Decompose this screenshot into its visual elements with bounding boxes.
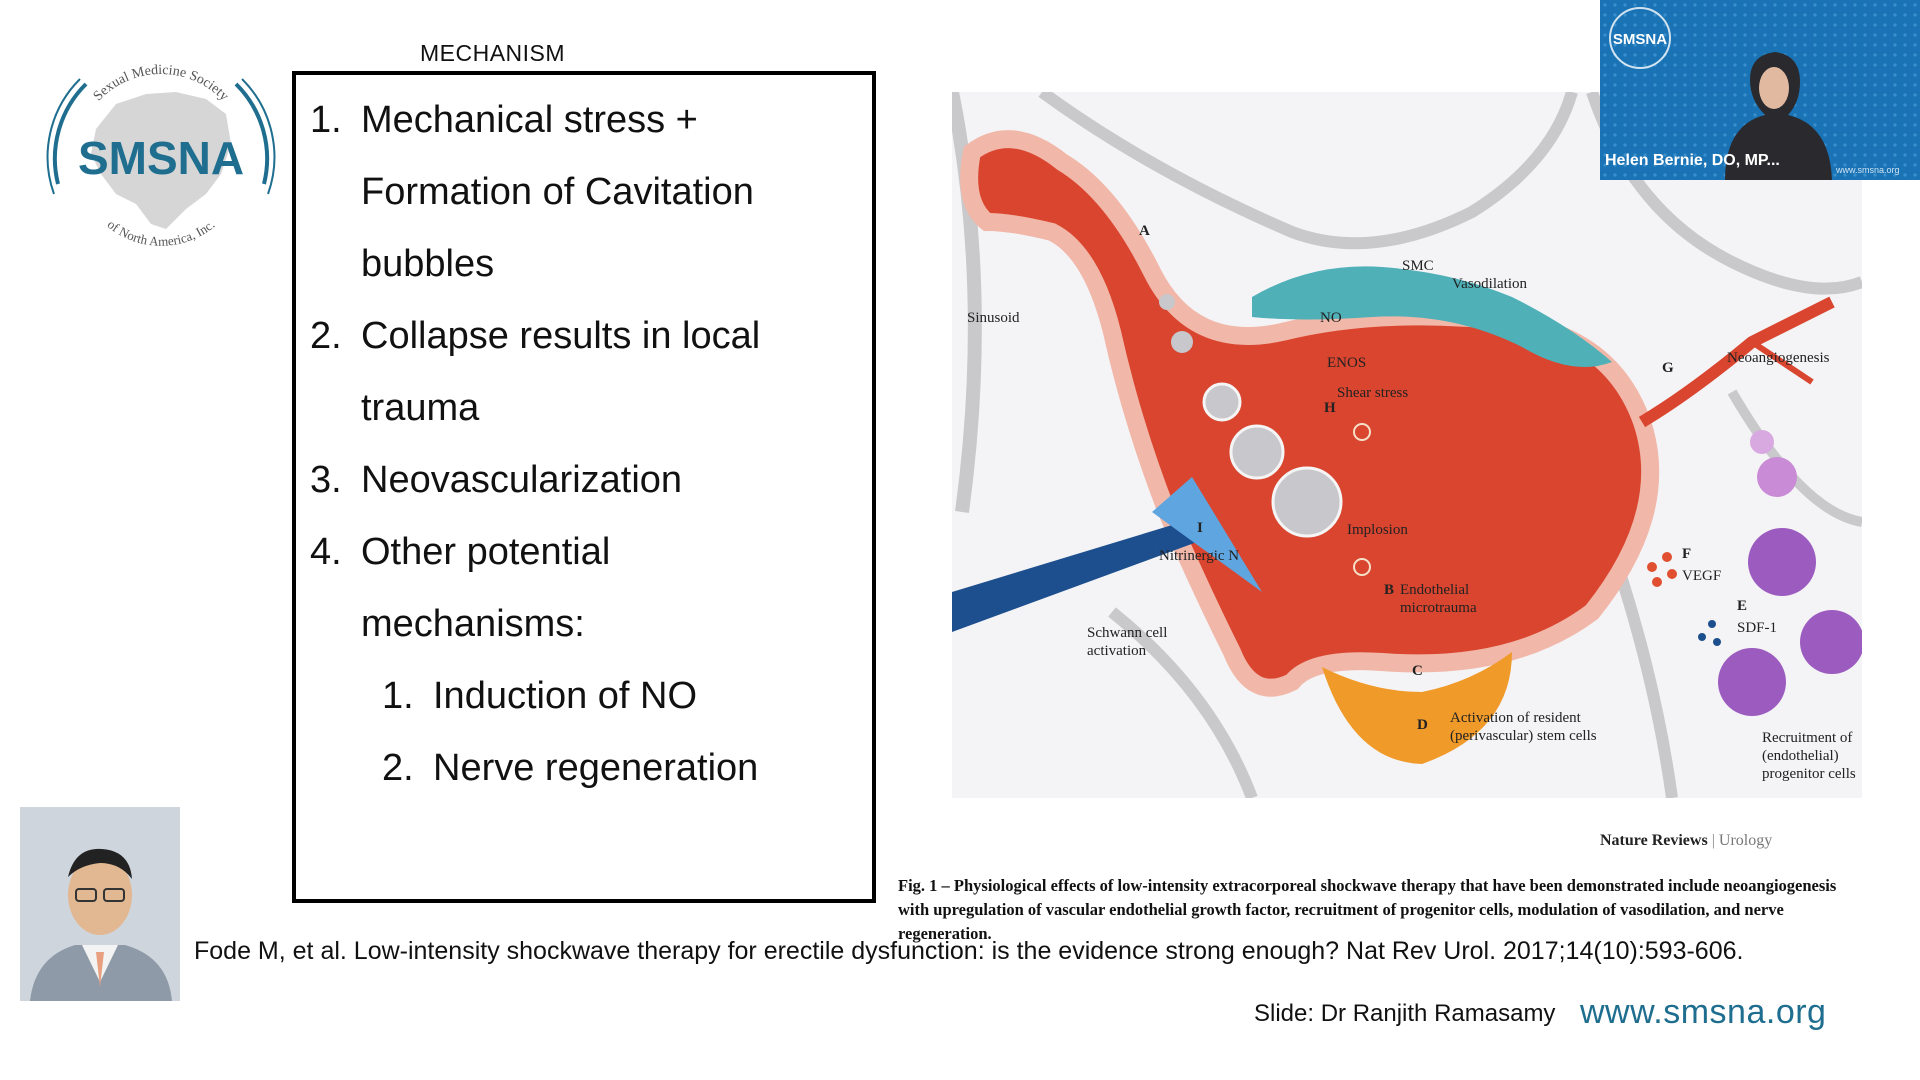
label-a: A [1139,223,1150,239]
label-endothelial-2: microtrauma [1400,600,1477,616]
item-2-line-1: Collapse results in local [361,315,761,357]
item-1-number: 1. [310,99,342,141]
label-schwann-1: Schwann cell [1087,625,1167,641]
citation-reference: Fode M, et al. Low-intensity shockwave t… [194,937,1744,965]
label-sinusoid: Sinusoid [967,310,1020,326]
stem-cell-shape [1322,652,1512,764]
label-schwann-2: activation [1087,643,1147,659]
item-1-line-1: Mechanical stress + [361,99,698,141]
mechanism-box: 1. Mechanical stress + Formation of Cavi… [292,71,876,903]
label-smc: SMC [1402,258,1434,274]
item-1-line-2: Formation of Cavitation [361,171,754,213]
figure-caption: Fig. 1 – Physiological effects of low-in… [898,876,1837,943]
label-no: NO [1320,310,1342,326]
smsna-logo: Sexual Medicine Society of North America… [46,63,276,249]
logo-main-text: SMSNA [78,132,244,184]
speaker-photo [20,807,180,1001]
label-f: F [1682,546,1691,562]
item-2-line-2: trauma [361,387,480,429]
mechanism-title: MECHANISM [420,40,566,66]
label-enos: ENOS [1327,355,1366,371]
webcam-video: SMSNA [1600,0,1920,180]
item-3-line-1: Neovascularization [361,459,683,501]
label-endothelial-1: Endothelial [1400,582,1469,598]
label-neoangiogenesis: Neoangiogenesis [1727,350,1830,366]
label-vasodilation: Vasodilation [1452,276,1527,292]
label-vegf: VEGF [1682,568,1721,584]
label-e: E [1737,598,1747,614]
label-sdf: SDF-1 [1737,620,1777,636]
item-4-line-1: Other potential [361,531,611,573]
subitem-1-number: 1. [382,675,414,717]
label-resident-2: (perivascular) stem cells [1450,728,1597,744]
shockwave-mechanism-illustration: Sinusoid A SMC Vasodilation NO ENOS H Sh… [952,92,1862,798]
presenter-webcam: SMSNA [1600,0,1920,180]
label-resident-1: Activation of resident [1450,710,1582,726]
website-url: www.smsna.org [1580,993,1827,1031]
webcam-site-text: www.smsna.org [1836,165,1900,175]
presenter-name: Helen Bernie, DO, MP... [1605,152,1780,169]
presenter-silhouette [1725,52,1832,180]
vessel-shape [960,130,1660,697]
nerve-shape [952,522,1197,632]
speaker-portrait [20,807,180,1001]
figure-source: Nature Reviews | Urology [1600,832,1772,850]
north-america-map-shape [91,92,231,229]
label-shear-stress: Shear stress [1337,385,1408,401]
label-g: G [1662,360,1674,376]
item-1-line-3: bubbles [361,243,495,285]
label-nitrinergic: Nitrinergic N [1159,548,1239,564]
source-separator: | [1711,832,1715,849]
subitem-2-number: 2. [382,747,414,789]
item-3-number: 3. [310,459,342,501]
subitem-1-text: Induction of NO [433,675,698,717]
smc-shape [1252,266,1612,367]
label-h: H [1324,400,1336,416]
label-i: I [1197,520,1203,536]
label-recruit-1: Recruitment of [1762,730,1852,746]
label-b: B [1384,582,1394,598]
source-main: Nature Reviews [1600,832,1708,849]
slide-credit: Slide: Dr Ranjith Ramasamy [1254,1000,1556,1027]
label-recruit-3: progenitor cells [1762,766,1856,782]
source-sub: Urology [1718,832,1773,849]
label-recruit-2: (endothelial) [1762,748,1839,764]
label-d: D [1417,717,1428,733]
label-c: C [1412,663,1423,679]
webcam-badge: SMSNA [1613,31,1667,48]
item-2-number: 2. [310,315,342,357]
item-4-line-2: mechanisms: [361,603,585,645]
item-4-number: 4. [310,531,342,573]
label-implosion: Implosion [1347,522,1408,538]
subitem-2-text: Nerve regeneration [433,747,759,789]
